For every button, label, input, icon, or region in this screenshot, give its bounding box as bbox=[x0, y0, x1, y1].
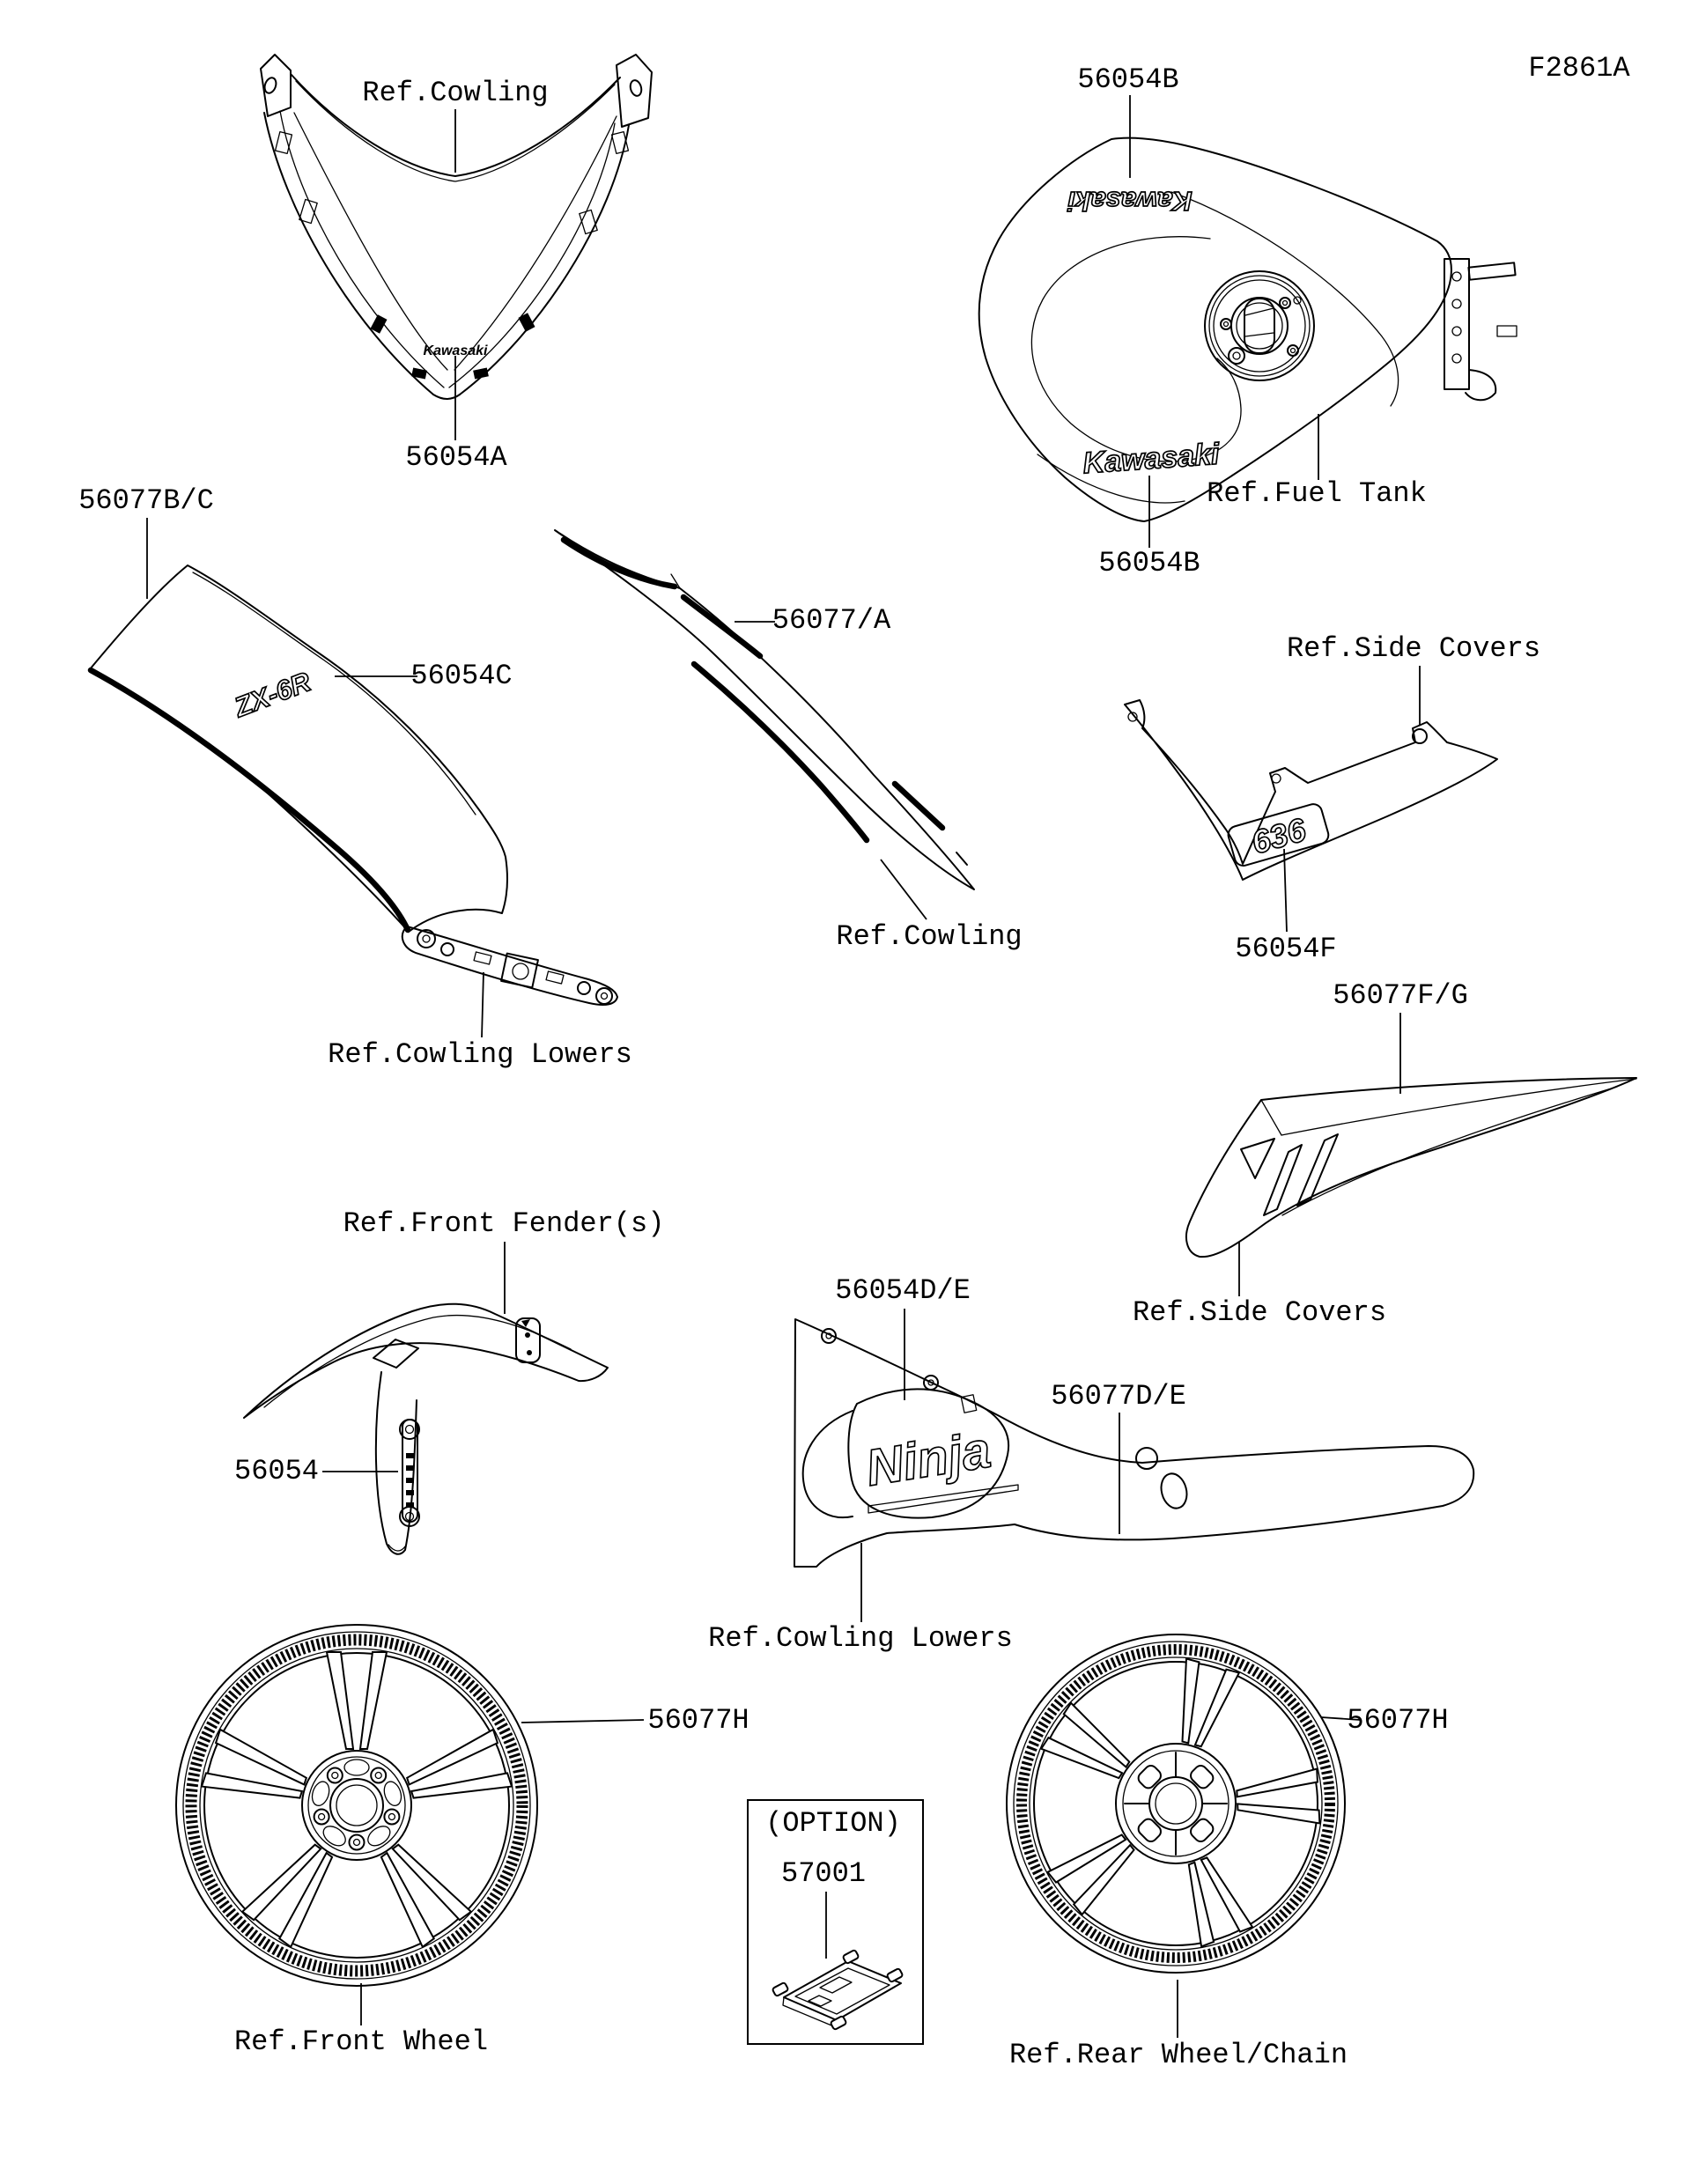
option-caption: (OPTION) bbox=[765, 1807, 901, 1840]
tail-cover-drawing bbox=[1185, 1077, 1637, 1258]
leader-56077H-rear bbox=[1320, 1716, 1361, 1721]
part-label-56054: 56054 bbox=[233, 1455, 320, 1487]
leader-lines bbox=[146, 95, 1421, 2038]
ref-label-fuel-tank: Ref.Fuel Tank bbox=[1207, 477, 1427, 510]
side-cover-636-drawing: 636 bbox=[1124, 699, 1498, 881]
ref-label-front-wheel: Ref.Front Wheel bbox=[233, 2025, 489, 2058]
option-box bbox=[747, 1799, 924, 2045]
rear-wheel-drawing bbox=[1006, 1634, 1346, 1974]
ref-label-front-fender: Ref.Front Fender(s) bbox=[343, 1207, 665, 1240]
diagram-code: F2861A bbox=[1528, 52, 1630, 85]
part-label-56054B-top: 56054B bbox=[1077, 63, 1179, 96]
part-label-56054A: 56054A bbox=[405, 441, 507, 474]
part-label-56054DE: 56054D/E bbox=[835, 1274, 971, 1307]
leader-56077H-front bbox=[521, 1719, 645, 1723]
leader-ref-cowling-lowers-left bbox=[481, 971, 484, 1038]
part-label-56077FG: 56077F/G bbox=[1333, 979, 1468, 1012]
part-label-56077A: 56077/A bbox=[772, 604, 891, 637]
ref-label-cowling-top: Ref.Cowling bbox=[362, 77, 549, 109]
part-label-56077H-rear: 56077H bbox=[1347, 1704, 1449, 1737]
kawasaki-decal-tank-bottom: Kawasaki bbox=[1082, 438, 1222, 481]
part-label-56077H-front: 56077H bbox=[647, 1704, 750, 1737]
ninja-decal-lower-cowling: Ninja bbox=[862, 1421, 994, 1497]
kawasaki-decal-tank-top: Kawasaki bbox=[1067, 186, 1193, 217]
part-label-57001: 57001 bbox=[780, 1857, 867, 1890]
zx6r-decal-fairing: ZX-6R bbox=[229, 666, 315, 723]
option-part-57001-drawing bbox=[772, 1949, 904, 2031]
636-decal-side-cover: 636 bbox=[1248, 811, 1311, 861]
upper-fairing-drawing: ZX-6R bbox=[87, 564, 509, 933]
ref-label-side-covers-top: Ref.Side Covers bbox=[1286, 632, 1541, 665]
part-label-56077DE: 56077D/E bbox=[1051, 1380, 1186, 1413]
kawasaki-decal-windscreen: Kawasaki bbox=[424, 343, 488, 358]
ref-label-cowling-lowers-left: Ref.Cowling Lowers bbox=[328, 1038, 632, 1071]
fairing-lower-bracket-drawing bbox=[401, 926, 618, 1006]
mid-cowling-drawing bbox=[554, 529, 975, 890]
ref-label-cowling-mid: Ref.Cowling bbox=[836, 920, 1023, 953]
ref-label-side-covers-bottom: Ref.Side Covers bbox=[1132, 1296, 1387, 1329]
ref-label-rear-wheel-chain: Ref.Rear Wheel/Chain bbox=[1008, 2039, 1348, 2071]
front-wheel-drawing bbox=[175, 1624, 538, 1987]
leader-56054F bbox=[1283, 848, 1288, 933]
part-label-56077BC: 56077B/C bbox=[78, 484, 214, 517]
leader-ref-cowling-mid bbox=[880, 859, 927, 920]
fuel-tank-drawing: Kawasaki Kawasaki bbox=[978, 136, 1517, 522]
lower-cowling-drawing: Ninja bbox=[794, 1318, 1475, 1568]
part-label-56054F: 56054F bbox=[1235, 933, 1337, 965]
part-label-56054C: 56054C bbox=[410, 660, 513, 692]
windscreen-drawing: Kawasaki bbox=[260, 54, 653, 400]
front-fender-drawing bbox=[243, 1302, 609, 1555]
part-label-56054B-bottom: 56054B bbox=[1098, 547, 1200, 579]
ref-label-cowling-lowers-mid: Ref.Cowling Lowers bbox=[708, 1622, 1013, 1655]
